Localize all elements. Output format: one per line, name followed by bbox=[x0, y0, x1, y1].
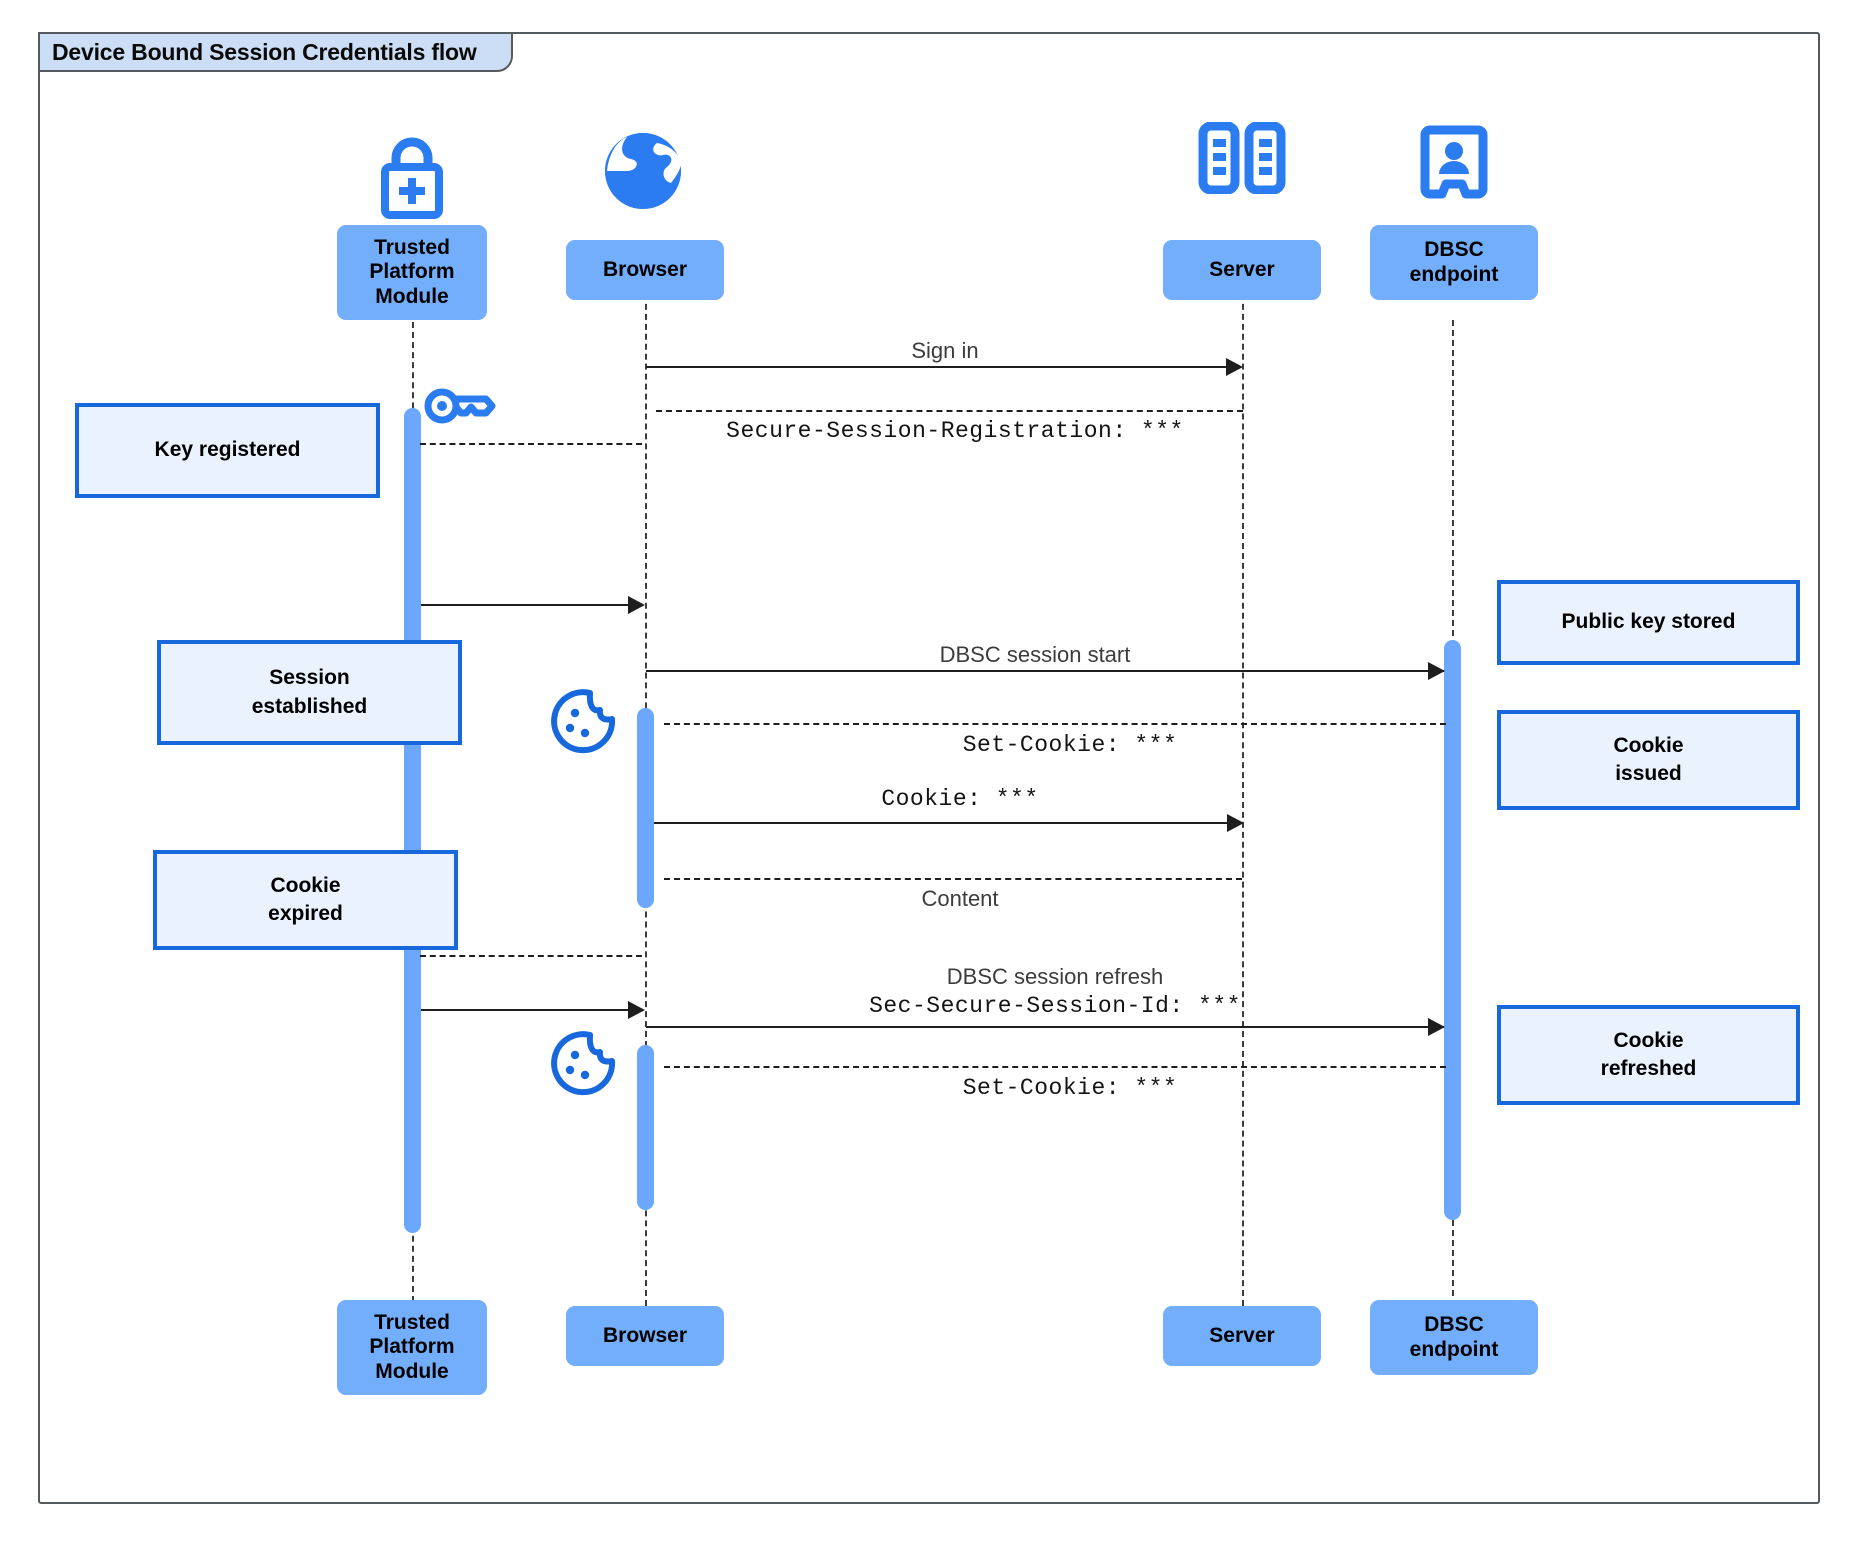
note-public-key-stored: Public key stored bbox=[1497, 580, 1800, 665]
participant-tpm-top[interactable]: Trusted Platform Module bbox=[337, 225, 487, 320]
participant-browser-bottom[interactable]: Browser bbox=[566, 1306, 724, 1366]
message-label-line-2: Sec-Secure-Session-Id: *** bbox=[869, 993, 1241, 1020]
participant-server-bottom[interactable]: Server bbox=[1163, 1306, 1321, 1366]
note-key-registered: Key registered bbox=[75, 403, 380, 498]
participant-dbsc-top[interactable]: DBSC endpoint bbox=[1370, 225, 1538, 300]
arrowhead-icon bbox=[1428, 662, 1445, 680]
note-session-established: Session established bbox=[157, 640, 462, 745]
message-label-set-cookie-2: Set-Cookie: *** bbox=[962, 1075, 1178, 1101]
message-label-line-1: DBSC session refresh bbox=[946, 964, 1164, 989]
participant-server-top[interactable]: Server bbox=[1163, 240, 1321, 300]
participant-browser-top[interactable]: Browser bbox=[566, 240, 724, 300]
activation-browser-1 bbox=[637, 708, 654, 908]
server-rack-icon bbox=[1194, 121, 1290, 199]
message-line-key-registered-return bbox=[420, 443, 642, 445]
arrowhead-icon bbox=[1227, 814, 1244, 832]
key-icon bbox=[424, 382, 496, 435]
participant-label: Trusted Platform Module bbox=[369, 1310, 455, 1383]
message-line-dbsc-session-refresh bbox=[646, 1026, 1444, 1028]
note-text: Public key stored bbox=[1561, 610, 1736, 634]
message-line-cookie bbox=[654, 822, 1234, 824]
note-cookie-refreshed: Cookie refreshed bbox=[1497, 1005, 1800, 1105]
participant-label: DBSC endpoint bbox=[1409, 238, 1499, 286]
message-label-cookie: Cookie: *** bbox=[881, 786, 1039, 812]
activation-browser-2 bbox=[637, 1045, 654, 1210]
message-line-content bbox=[664, 878, 1242, 880]
cookie-icon bbox=[550, 688, 616, 759]
lock-plus-icon bbox=[366, 128, 458, 229]
frame-title-label: Device Bound Session Credentials flow bbox=[52, 38, 477, 65]
note-text: Cookie refreshed bbox=[1600, 1028, 1697, 1080]
participant-label: Server bbox=[1209, 1323, 1275, 1347]
arrowhead-icon bbox=[628, 596, 645, 614]
participant-label: Browser bbox=[602, 257, 688, 281]
cookie-icon bbox=[550, 1030, 616, 1101]
message-line-set-cookie-2 bbox=[664, 1066, 1446, 1068]
id-badge-icon bbox=[1420, 124, 1488, 205]
activation-dbsc bbox=[1444, 640, 1461, 1220]
note-cookie-expired: Cookie expired bbox=[153, 850, 458, 950]
participant-label: Browser bbox=[602, 1323, 688, 1347]
arrowhead-icon bbox=[1428, 1018, 1445, 1036]
globe-icon bbox=[597, 125, 689, 222]
activation-tpm bbox=[404, 408, 421, 1233]
message-label-content: Content bbox=[921, 886, 999, 911]
participant-label: Server bbox=[1209, 257, 1275, 281]
participant-label: DBSC endpoint bbox=[1409, 1313, 1499, 1361]
message-line-sign-in bbox=[646, 366, 1233, 368]
arrowhead-icon bbox=[628, 1001, 645, 1019]
message-line-secure-session-registration bbox=[656, 410, 1243, 412]
participant-dbsc-bottom[interactable]: DBSC endpoint bbox=[1370, 1300, 1538, 1375]
message-line-tpm-to-browser-key bbox=[421, 604, 637, 606]
message-label-dbsc-session-start: DBSC session start bbox=[939, 642, 1131, 667]
message-line-dbsc-session-start bbox=[646, 670, 1444, 672]
arrowhead-icon bbox=[1226, 358, 1243, 376]
participant-label: Trusted Platform Module bbox=[369, 235, 455, 308]
frame-title-tab: Device Bound Session Credentials flow bbox=[38, 32, 513, 72]
message-label-dbsc-session-refresh: DBSC session refresh Sec-Secure-Session-… bbox=[660, 962, 1450, 1021]
message-line-tpm-to-browser-refresh bbox=[421, 1009, 637, 1011]
lifeline-server bbox=[1242, 284, 1244, 1306]
note-text: Session established bbox=[251, 666, 368, 718]
note-text: Cookie expired bbox=[268, 873, 343, 925]
message-label-sign-in: Sign in bbox=[911, 338, 979, 363]
participant-tpm-bottom[interactable]: Trusted Platform Module bbox=[337, 1300, 487, 1395]
message-line-set-cookie-1 bbox=[664, 723, 1446, 725]
message-line-browser-to-tpm-expired bbox=[420, 955, 642, 957]
message-label-secure-session-registration: Secure-Session-Registration: *** bbox=[726, 418, 1184, 444]
note-text: Cookie issued bbox=[1613, 733, 1684, 785]
note-text: Key registered bbox=[154, 438, 301, 462]
note-cookie-issued: Cookie issued bbox=[1497, 710, 1800, 810]
message-label-set-cookie-1: Set-Cookie: *** bbox=[962, 732, 1178, 758]
